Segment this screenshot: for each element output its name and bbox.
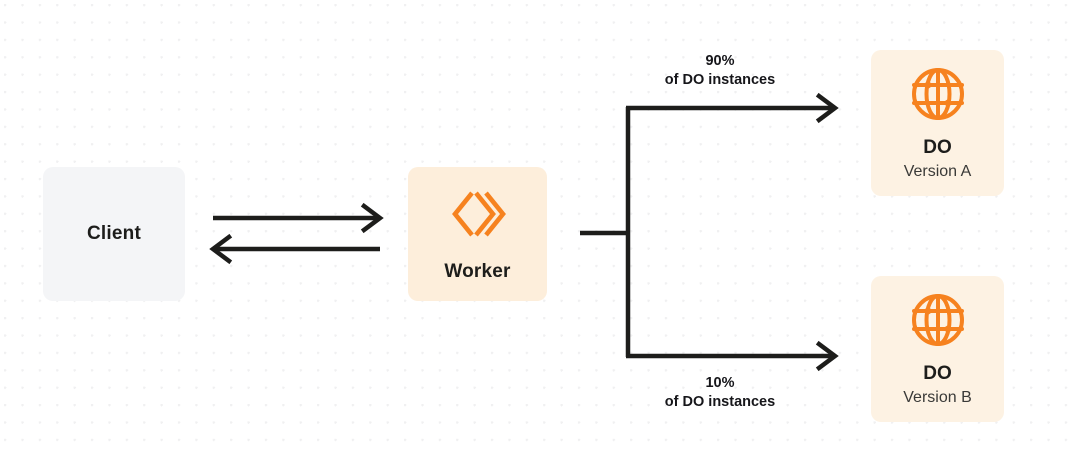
edge-label-do-a: 90% of DO instances (612, 52, 828, 91)
node-worker-label: Worker (444, 260, 511, 282)
connector-worker-branch (580, 107, 631, 357)
edge-label-do-b-percent: 10% (705, 375, 735, 391)
edge-label-do-b: 10% of DO instances (612, 374, 828, 413)
arrow-worker-to-client (209, 233, 380, 265)
arrow-worker-to-do-b (626, 340, 839, 372)
globe-icon (909, 291, 967, 349)
node-do-b-label: DO (923, 362, 952, 384)
node-do-a-sublabel: Version A (903, 162, 972, 180)
node-do-version-a[interactable]: DO Version A (871, 50, 1004, 196)
edge-label-do-a-text: of DO instances (664, 72, 776, 89)
cloudflare-workers-icon (449, 185, 507, 243)
node-client-label: Client (87, 222, 141, 244)
node-worker[interactable]: Worker (408, 167, 547, 301)
globe-icon (909, 65, 967, 123)
edge-label-do-a-percent: 90% (705, 53, 735, 69)
edge-label-do-b-text: of DO instances (664, 394, 776, 411)
arrow-worker-to-do-a (626, 92, 839, 124)
node-do-a-label: DO (923, 136, 952, 158)
node-do-version-b[interactable]: DO Version B (871, 276, 1004, 422)
node-client[interactable]: Client (43, 167, 185, 301)
node-do-b-sublabel: Version B (903, 388, 972, 406)
arrow-client-to-worker (213, 202, 384, 234)
